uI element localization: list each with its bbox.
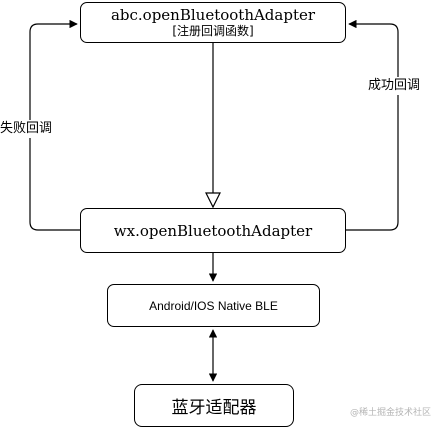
hollow-arrowhead-icon	[205, 192, 221, 209]
node-ble-label: Android/IOS Native BLE	[149, 298, 278, 313]
node-bluetooth-adapter: 蓝牙适配器	[134, 384, 294, 427]
node-top-subtitle: [注册回调函数]	[172, 24, 254, 38]
edge-success-callback	[346, 19, 399, 231]
watermark: @稀土掘金技术社区	[349, 408, 431, 418]
edge-label-success: 成功回调	[368, 77, 421, 95]
node-wx-open-bluetooth-adapter: wx.openBluetoothAdapter	[80, 208, 346, 253]
node-top-title: abc.openBluetoothAdapter	[110, 6, 316, 24]
node-adapter-label: 蓝牙适配器	[171, 398, 257, 418]
node-native-ble: Android/IOS Native BLE	[107, 284, 320, 327]
edge-label-fail: 失败回调	[0, 120, 53, 138]
node-wx-label: wx.openBluetoothAdapter	[113, 221, 313, 240]
node-abc-open-bluetooth-adapter: abc.openBluetoothAdapter [注册回调函数]	[80, 2, 346, 43]
